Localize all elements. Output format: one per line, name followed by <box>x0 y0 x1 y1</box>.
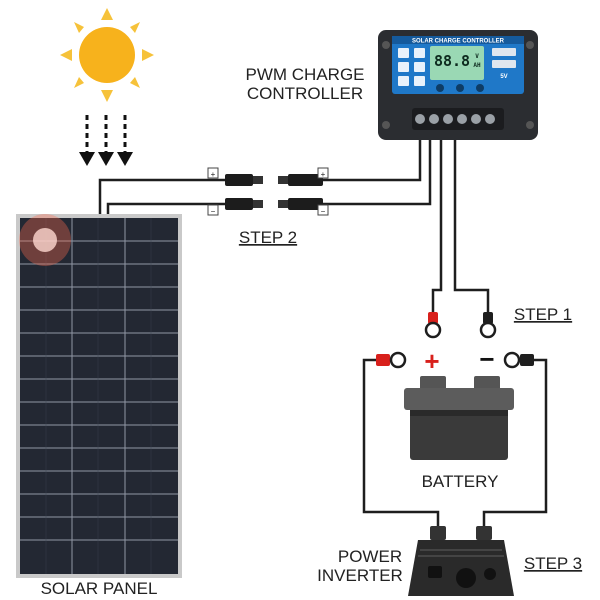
bulb-icon <box>398 76 409 86</box>
step-3-label: STEP 3 <box>524 554 582 573</box>
controller-button-3[interactable] <box>476 84 484 92</box>
connector-plus-label: + <box>211 170 216 179</box>
lcd-unit-voltage: V <box>475 53 479 60</box>
controller-label-line-1: PWM CHARGE <box>246 65 365 84</box>
usb-label: 5V <box>500 74 507 80</box>
ring-terminal-negative <box>479 312 497 339</box>
battery-negative-symbol: − <box>479 344 494 374</box>
arrow-heads <box>79 152 133 166</box>
connector-minus-label: − <box>211 207 216 216</box>
battery-label: BATTERY <box>422 472 499 491</box>
step-2-label: STEP 2 <box>239 228 297 247</box>
usb-port <box>492 48 516 56</box>
inverter-label-line-1: POWER <box>338 547 402 566</box>
sunlight-arrows-icon <box>85 115 127 155</box>
lock-icon <box>414 62 425 72</box>
power-inverter <box>408 526 514 596</box>
mc4-connector-negative <box>207 198 329 216</box>
wires <box>98 140 548 526</box>
gear-icon <box>414 48 425 58</box>
controller-button-2[interactable] <box>456 84 464 92</box>
battery-icon <box>398 62 409 72</box>
mc4-connector-positive <box>207 167 329 186</box>
connector-plus-label-right: + <box>321 170 326 179</box>
sun-icon <box>60 8 154 102</box>
clock-icon <box>414 76 425 86</box>
solar-panel <box>16 214 182 578</box>
controller-button-1[interactable] <box>436 84 444 92</box>
charge-controller: SOLAR CHARGE CONTROLLER 88.8 V AH 5V <box>378 30 538 140</box>
lcd-value: 88.8 <box>434 52 470 70</box>
step-1-label: STEP 1 <box>514 305 572 324</box>
inverter-socket-icon <box>456 568 476 588</box>
solar-panel-label: SOLAR PANEL <box>41 579 158 598</box>
battery <box>376 351 534 460</box>
inverter-outlet-icon <box>428 566 442 578</box>
usb-port-2 <box>492 60 516 68</box>
inverter-switch-icon[interactable] <box>484 568 496 580</box>
panel-icon <box>398 48 409 58</box>
connector-minus-label-right: − <box>321 207 326 216</box>
ring-terminal-positive <box>424 312 442 339</box>
controller-label-line-2: CONTROLLER <box>247 84 363 103</box>
controller-lcd <box>430 46 484 80</box>
lcd-unit-amp-hour: AH <box>473 62 481 69</box>
battery-positive-symbol: + <box>424 346 439 376</box>
controller-brand: SOLAR CHARGE CONTROLLER <box>412 39 505 45</box>
inverter-label-line-2: INVERTER <box>317 566 403 585</box>
